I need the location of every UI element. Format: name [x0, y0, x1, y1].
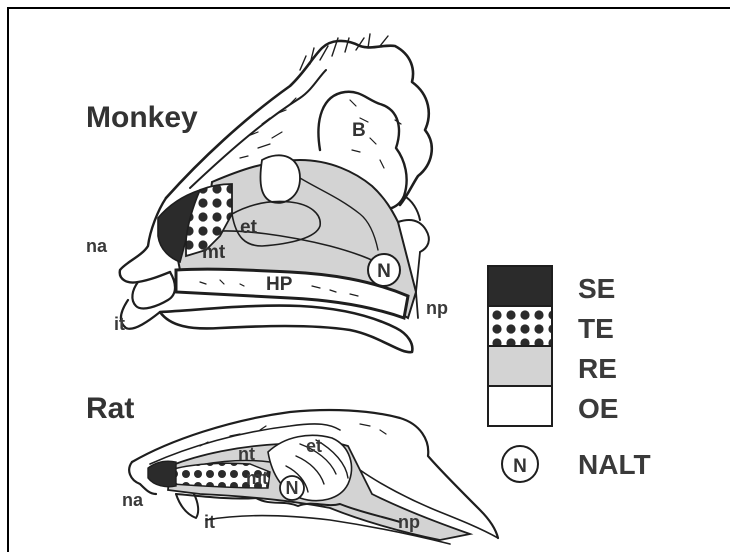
legend-label-RE: RE	[578, 353, 617, 384]
rat-nalt-symbol: N	[286, 478, 299, 498]
rat-label-it: it	[204, 512, 215, 532]
monkey-label-it: it	[114, 314, 125, 334]
monkey-label-B: B	[352, 120, 366, 141]
monkey-label-et: et	[240, 217, 258, 238]
monkey-OE-region	[260, 155, 300, 203]
monkey-np-wall	[416, 252, 420, 318]
monkey-label-na: na	[86, 236, 108, 256]
monkey-hair-tuft	[300, 34, 388, 70]
legend-swatch-TE	[488, 306, 552, 346]
monkey-label-HP: HP	[266, 274, 293, 295]
legend: SE TE RE OE N NALT	[488, 266, 651, 482]
rat-label-np: np	[398, 512, 420, 532]
legend-nalt-symbol: N	[513, 456, 527, 477]
rat-SE-region	[148, 461, 176, 486]
rat-label-na: na	[122, 490, 144, 510]
monkey-label-np: np	[426, 298, 448, 318]
monkey-nalt-symbol: N	[377, 261, 391, 282]
monkey-bone-texture	[240, 98, 401, 168]
legend-swatch-OE	[488, 386, 552, 426]
monkey-title: Monkey	[86, 101, 198, 134]
rat-label-mt: mt	[246, 468, 268, 488]
legend-label-SE: SE	[578, 273, 615, 304]
legend-label-OE: OE	[578, 393, 618, 424]
monkey-panel: Monkey B et mt na it HP	[86, 34, 448, 352]
legend-swatch-SE	[488, 266, 552, 306]
monkey-lower-jaw	[160, 306, 412, 353]
legend-label-NALT: NALT	[578, 449, 651, 480]
legend-swatch-RE	[488, 346, 552, 386]
legend-label-TE: TE	[578, 313, 614, 344]
rat-label-nt: nt	[238, 444, 255, 464]
rat-label-et: et	[306, 436, 322, 456]
rat-incisor	[176, 494, 198, 518]
monkey-incisor	[121, 300, 160, 329]
rat-panel: Rat et nt mt na it np N	[86, 392, 498, 544]
rat-title: Rat	[86, 392, 134, 425]
monkey-label-mt: mt	[202, 242, 226, 263]
